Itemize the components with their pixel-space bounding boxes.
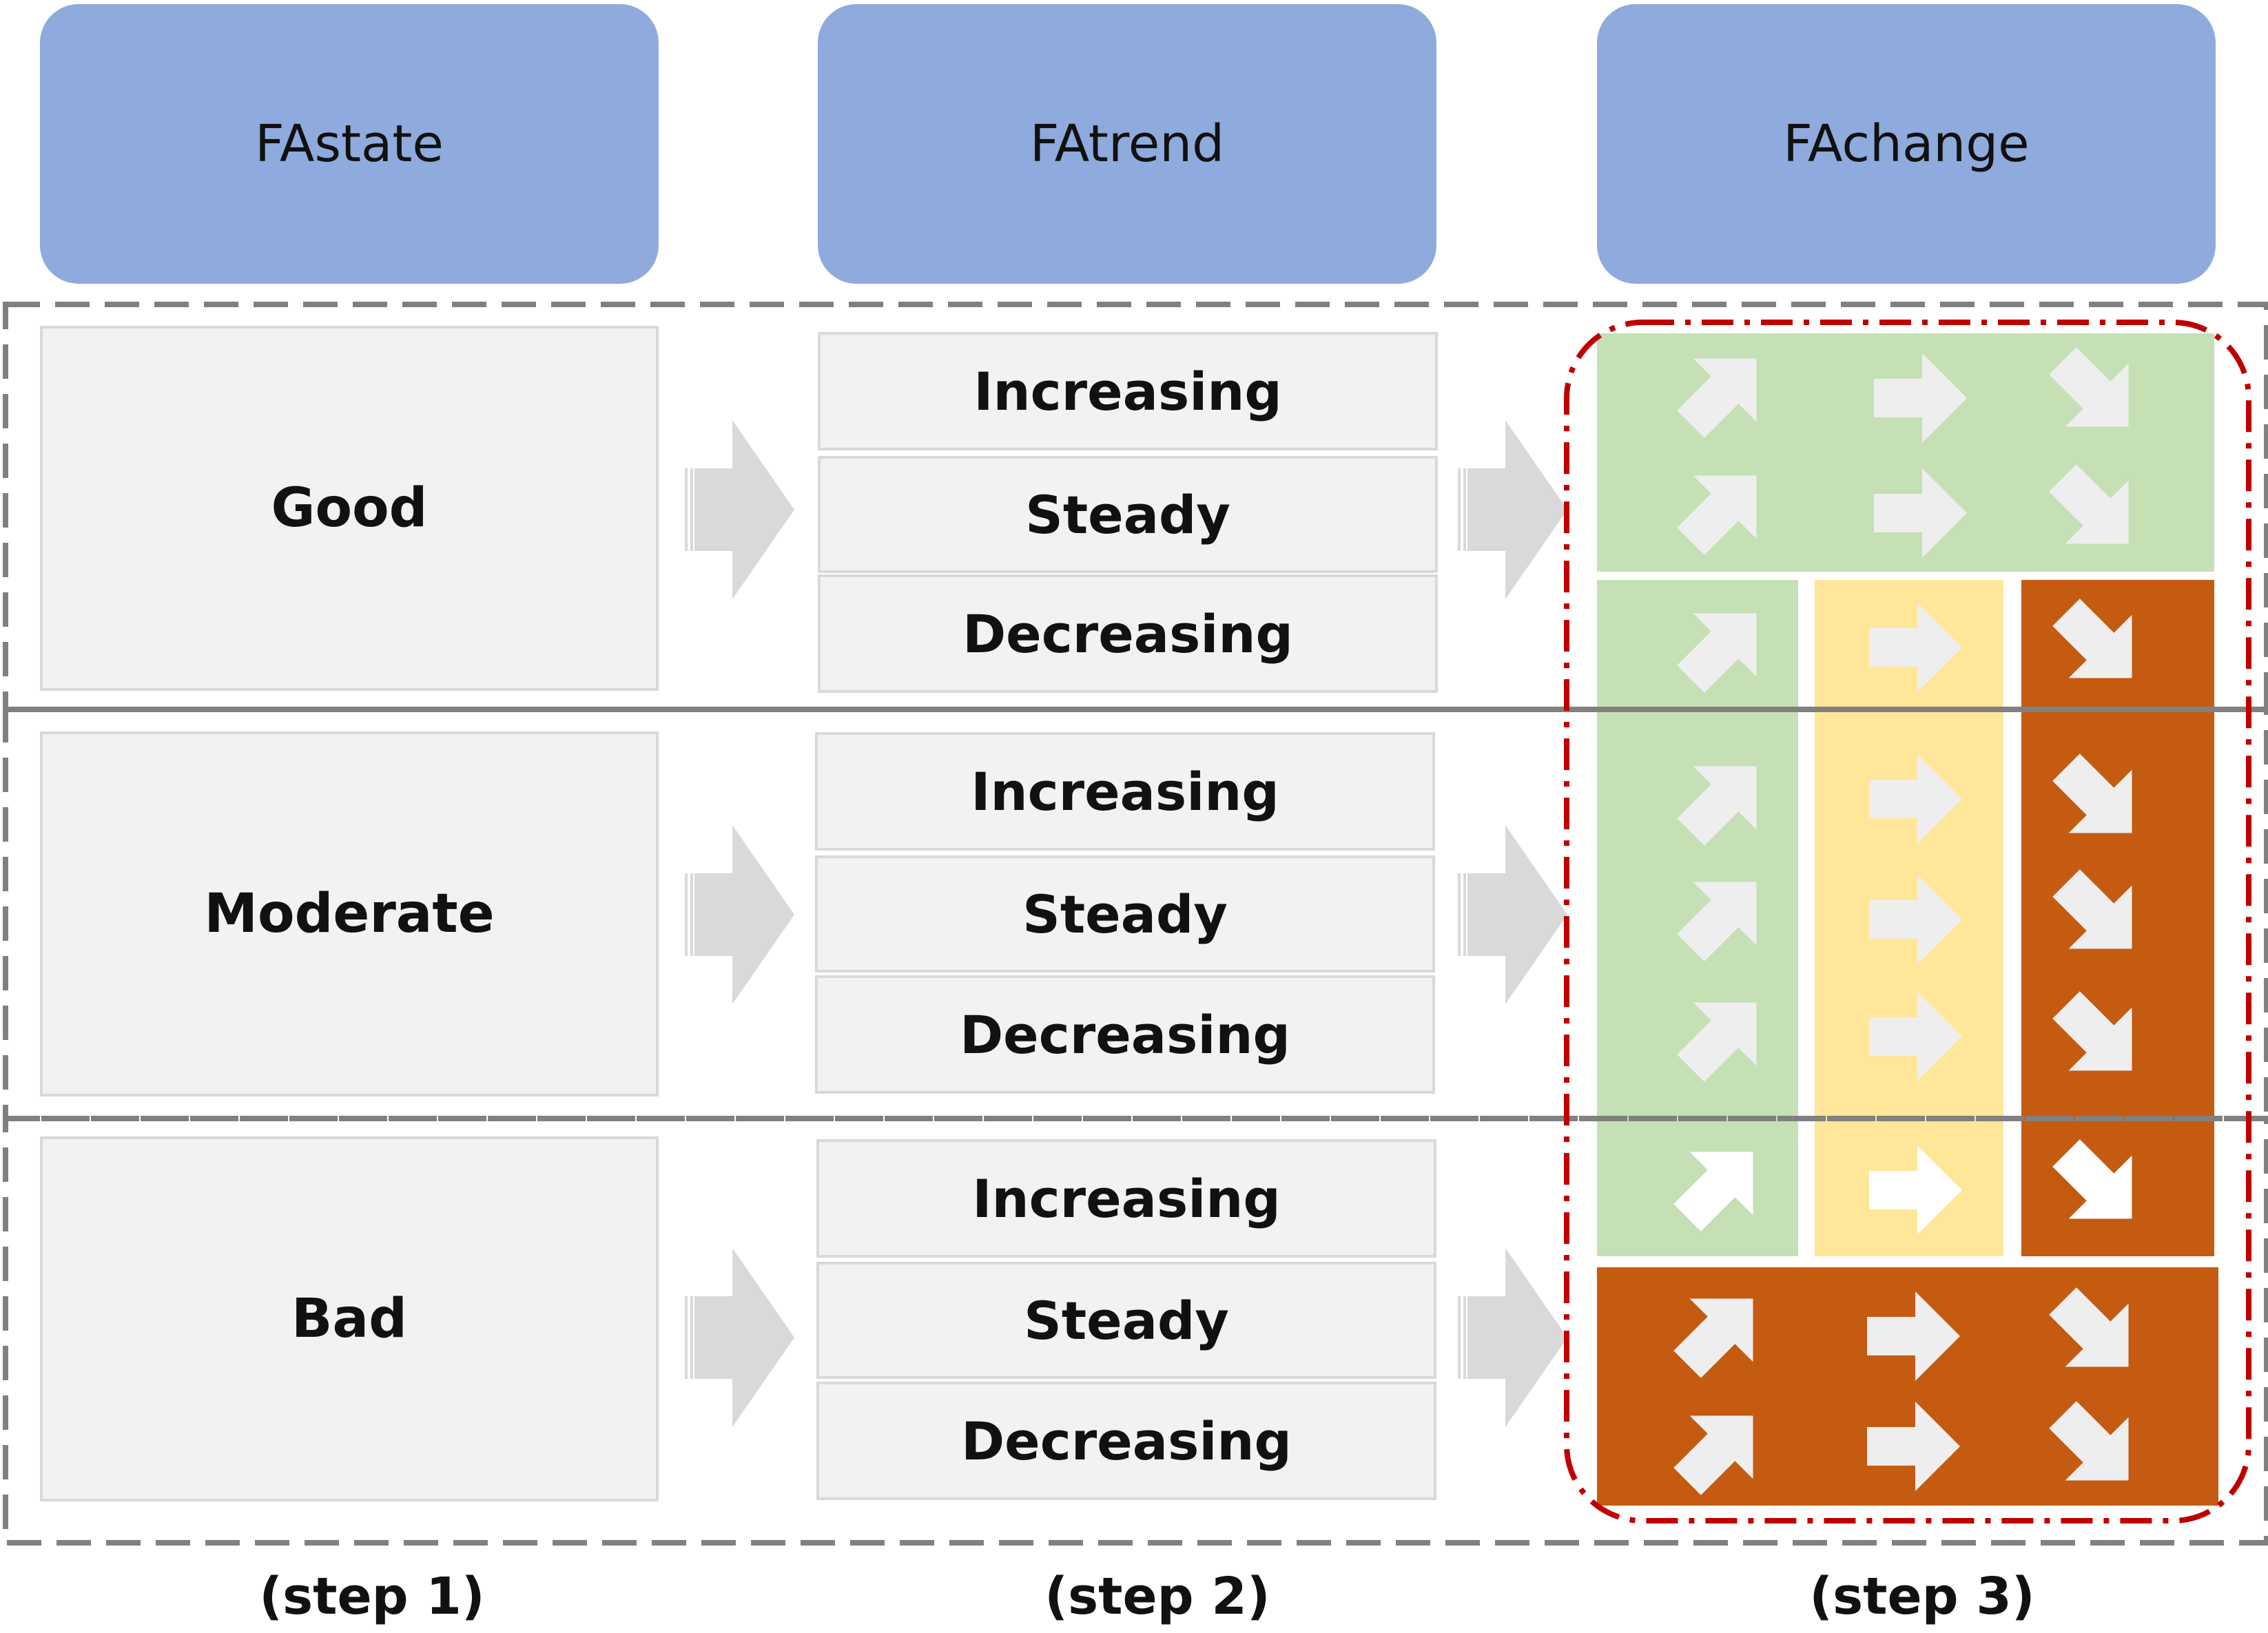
- trend-label: Increasing: [971, 760, 1279, 822]
- trend-label: Steady: [1024, 1289, 1229, 1351]
- trend-moderate-increasing: Increasing: [815, 732, 1435, 851]
- flow-arrow-icon: [1458, 420, 1567, 599]
- state-good: Good: [40, 326, 659, 691]
- trend-label: Steady: [1025, 483, 1230, 545]
- trend-label: Steady: [1022, 883, 1228, 945]
- trend-good-decreasing: Decreasing: [818, 574, 1438, 693]
- step-1-label: (step 1): [259, 1567, 485, 1626]
- header-fachange-label: FAchange: [1783, 114, 2030, 174]
- step-2-label: (step 2): [1044, 1567, 1270, 1626]
- flow-arrow-icon: [685, 420, 794, 599]
- trend-good-increasing: Increasing: [818, 332, 1438, 450]
- trend-bad-increasing: Increasing: [816, 1139, 1436, 1258]
- header-fatrend-label: FAtrend: [1029, 114, 1225, 174]
- fachange-highlight-frame: [1564, 320, 2251, 1523]
- flow-arrow-icon: [1458, 825, 1567, 1004]
- state-bad-label: Bad: [291, 1288, 407, 1350]
- trend-label: Decreasing: [961, 1410, 1292, 1472]
- trend-moderate-steady: Steady: [815, 855, 1435, 972]
- state-good-label: Good: [271, 477, 428, 539]
- step-3-label: (step 3): [1809, 1567, 2035, 1626]
- trend-bad-steady: Steady: [816, 1262, 1436, 1379]
- trend-label: Decreasing: [962, 603, 1293, 665]
- group-frame-bad: [3, 1116, 2268, 1546]
- state-moderate-label: Moderate: [204, 883, 495, 945]
- trend-label: Increasing: [973, 360, 1282, 422]
- header-fastate-label: FAstate: [255, 114, 444, 174]
- header-fachange: FAchange: [1597, 4, 2216, 284]
- flow-arrow-icon: [1458, 1248, 1567, 1427]
- flow-arrow-icon: [685, 1248, 794, 1427]
- flow-arrow-icon: [685, 825, 794, 1004]
- group-frame-moderate: [3, 707, 2268, 1121]
- trend-moderate-decreasing: Decreasing: [815, 975, 1435, 1094]
- trend-label: Decreasing: [960, 1003, 1290, 1065]
- state-moderate: Moderate: [40, 731, 659, 1096]
- group-frame-good: [3, 302, 2268, 712]
- trend-good-steady: Steady: [818, 456, 1438, 573]
- trend-label: Increasing: [972, 1167, 1281, 1229]
- header-fastate: FAstate: [40, 4, 659, 284]
- state-bad: Bad: [40, 1136, 659, 1501]
- trend-bad-decreasing: Decreasing: [816, 1382, 1436, 1500]
- header-fatrend: FAtrend: [818, 4, 1436, 284]
